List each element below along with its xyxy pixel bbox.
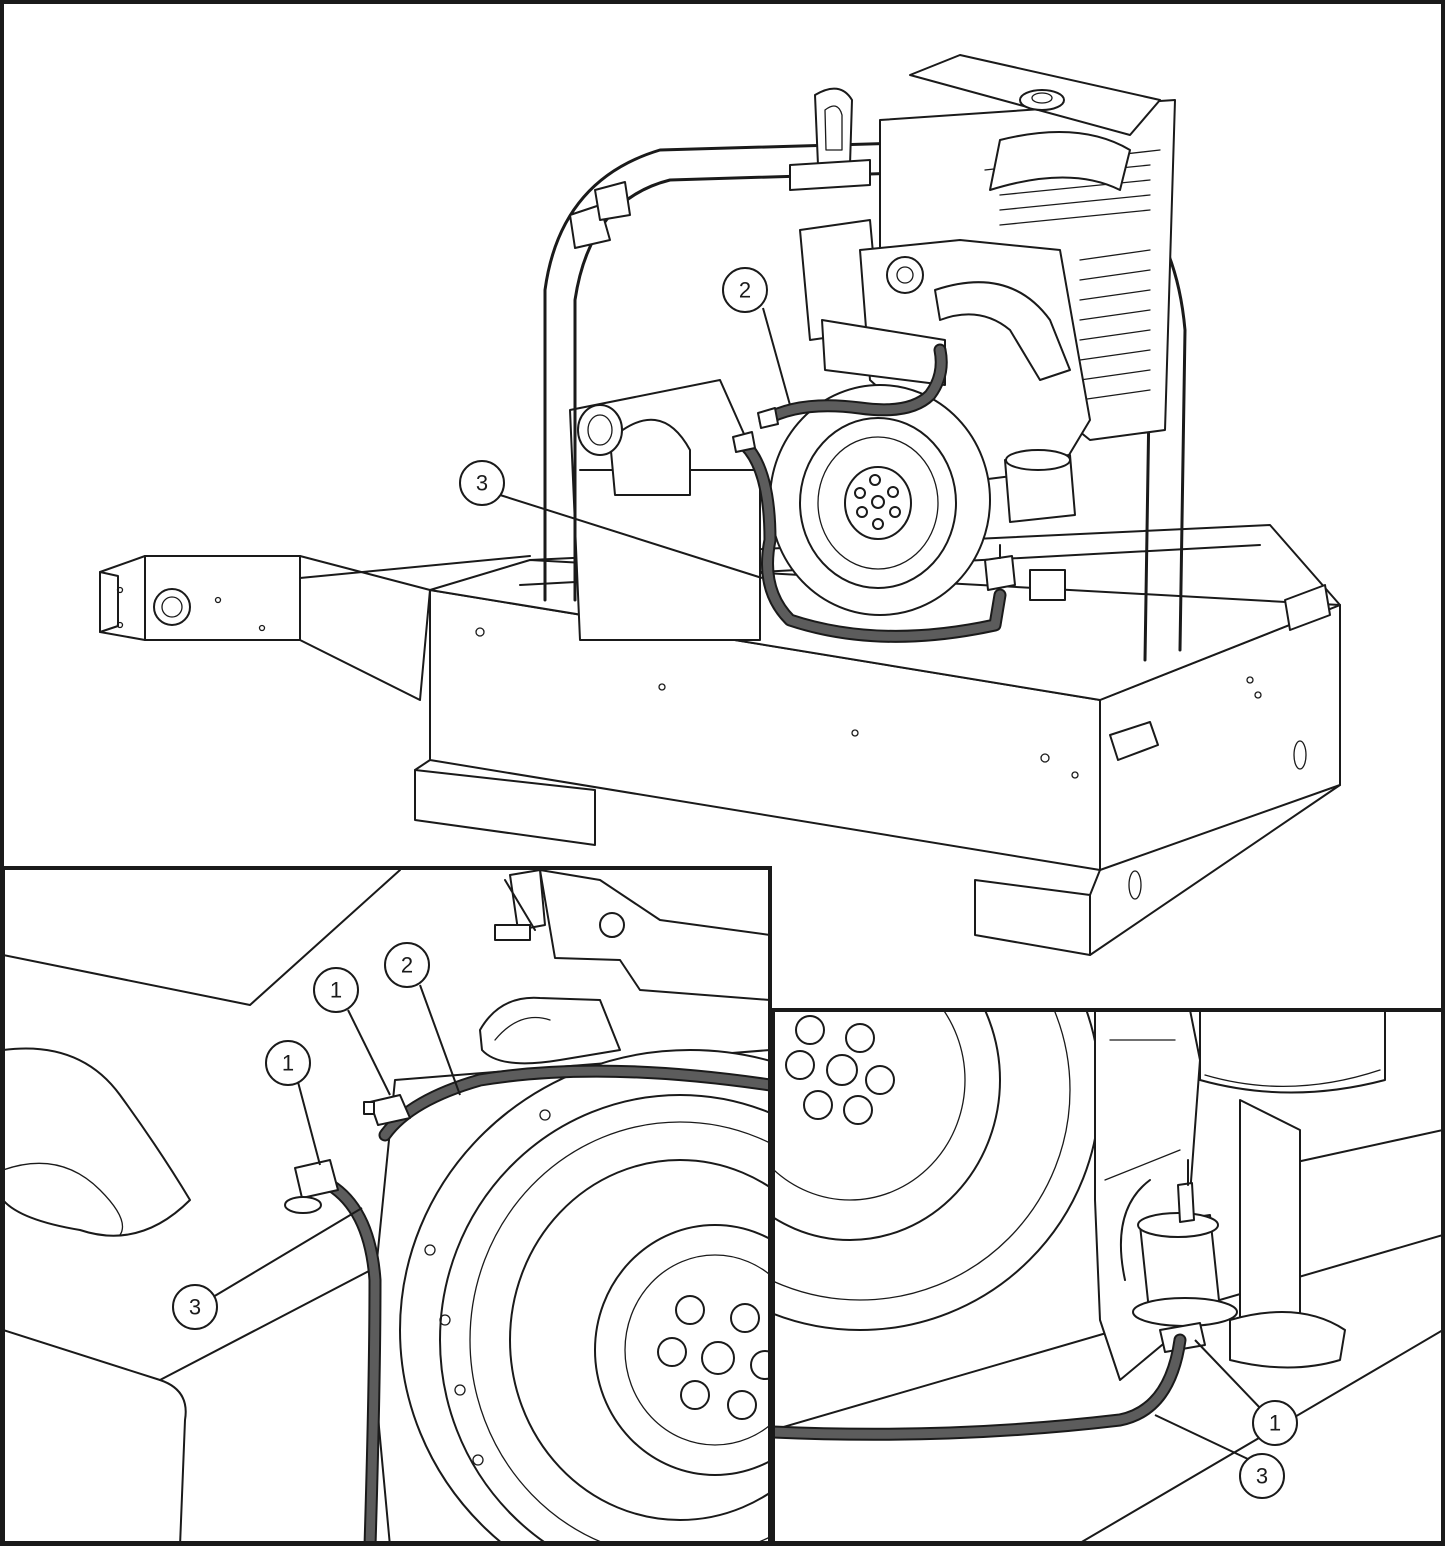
main-hoses <box>732 343 1007 643</box>
callout-left-3: 3 <box>172 1207 363 1330</box>
tow-hitch <box>99 555 531 701</box>
detail-left-view: 1 2 1 3 <box>1 866 772 1545</box>
callout-label: 3 <box>476 471 488 496</box>
callout-label: 3 <box>1256 1464 1268 1489</box>
engine <box>769 219 1091 616</box>
callout-label: 1 <box>330 978 342 1003</box>
callout-label: 1 <box>1269 1411 1281 1436</box>
callout-left-2: 2 <box>384 942 461 1096</box>
callout-left-1a: 1 <box>313 967 391 1096</box>
callout-left-1b: 1 <box>265 1040 321 1166</box>
callout-label: 2 <box>739 278 751 303</box>
fuel-tank <box>569 379 761 641</box>
callout-main-2: 2 <box>722 267 791 406</box>
detail-right-frame <box>771 1008 1445 1545</box>
callout-label: 2 <box>401 953 413 978</box>
callout-main-3: 3 <box>459 460 763 579</box>
flywheel-bolts-right <box>785 1015 895 1125</box>
callout-label: 3 <box>189 1295 201 1320</box>
flywheel-bolts <box>657 1295 770 1420</box>
callout-right-1: 1 <box>1194 1339 1298 1446</box>
detail-left-frame <box>1 866 772 1545</box>
callout-label: 1 <box>282 1051 294 1076</box>
detail-right-view: 1 3 <box>771 1008 1445 1545</box>
callout-right-3: 3 <box>1154 1414 1285 1499</box>
